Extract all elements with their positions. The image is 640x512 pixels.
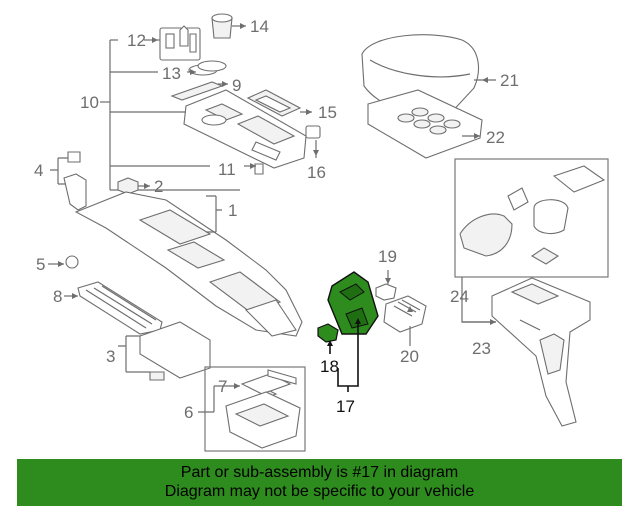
callout-17[interactable]: 17	[336, 397, 355, 416]
callout-13[interactable]: 13	[162, 64, 181, 83]
callout-8[interactable]: 8	[53, 287, 62, 306]
banner-line-1: Part or sub-assembly is #17 in diagram	[180, 464, 459, 481]
callout-5[interactable]: 5	[36, 255, 45, 274]
part-6-storage-bin[interactable]	[225, 391, 301, 449]
callout-23[interactable]: 23	[472, 339, 491, 358]
callout-16[interactable]: 16	[307, 163, 326, 182]
part-18-switch[interactable]	[317, 323, 339, 343]
callout-20[interactable]: 20	[400, 347, 419, 366]
part-10-console-top[interactable]	[183, 89, 307, 169]
callout-7[interactable]: 7	[218, 377, 227, 396]
callout-22[interactable]: 22	[486, 128, 505, 147]
part-21-armrest-lid[interactable]	[361, 34, 480, 118]
part-6-group-box	[204, 366, 306, 452]
callout-2[interactable]: 2	[154, 177, 163, 196]
part-11-clip[interactable]	[254, 163, 264, 175]
callout-3[interactable]: 3	[106, 347, 115, 366]
callout-15[interactable]: 15	[318, 103, 337, 122]
part-17-highlighted-bezel[interactable]	[327, 271, 379, 335]
part-24-components[interactable]	[459, 165, 606, 265]
part-3-bracket[interactable]	[139, 321, 211, 381]
part-1-center-console[interactable]	[74, 191, 303, 337]
callout-1[interactable]: 1	[228, 201, 237, 220]
part-20-vent[interactable]	[383, 295, 427, 333]
part-5-grommet[interactable]	[65, 255, 79, 269]
callout-9[interactable]: 9	[232, 76, 241, 95]
part-24-group-box	[454, 158, 609, 278]
callout-11[interactable]: 11	[218, 160, 236, 179]
callout-14[interactable]: 14	[250, 17, 269, 36]
callout-12[interactable]: 12	[127, 31, 146, 50]
part-22-armrest-base[interactable]	[367, 89, 483, 159]
exploded-parts-diagram: 12 14 13 9 10 15 11 16 21 22 2 4 1 5 8 3…	[34, 13, 609, 452]
callout-18[interactable]: 18	[320, 357, 339, 376]
part-12-clips[interactable]	[159, 25, 201, 61]
part-14-cupholder-insert[interactable]	[211, 13, 233, 39]
part-15-mat[interactable]	[246, 89, 302, 117]
info-banner: Part or sub-assembly is #17 in diagram D…	[17, 459, 622, 506]
banner-line-2: Diagram may not be specific to your vehi…	[164, 483, 475, 500]
callout-4[interactable]: 4	[34, 161, 43, 180]
part-16-clip[interactable]	[305, 125, 321, 139]
part-13-rings[interactable]	[188, 60, 227, 76]
callout-6[interactable]: 6	[184, 403, 193, 422]
part-23-console-bracket[interactable]	[491, 277, 591, 427]
part-4-bracket[interactable]	[63, 151, 87, 211]
part-2-clip[interactable]	[117, 177, 139, 195]
part-19-clip[interactable]	[375, 283, 397, 301]
callout-24[interactable]: 24	[450, 287, 469, 306]
callout-19[interactable]: 19	[378, 247, 397, 266]
callout-10[interactable]: 10	[80, 93, 99, 112]
part-8-grille[interactable]	[77, 281, 163, 335]
callout-21[interactable]: 21	[500, 71, 519, 90]
